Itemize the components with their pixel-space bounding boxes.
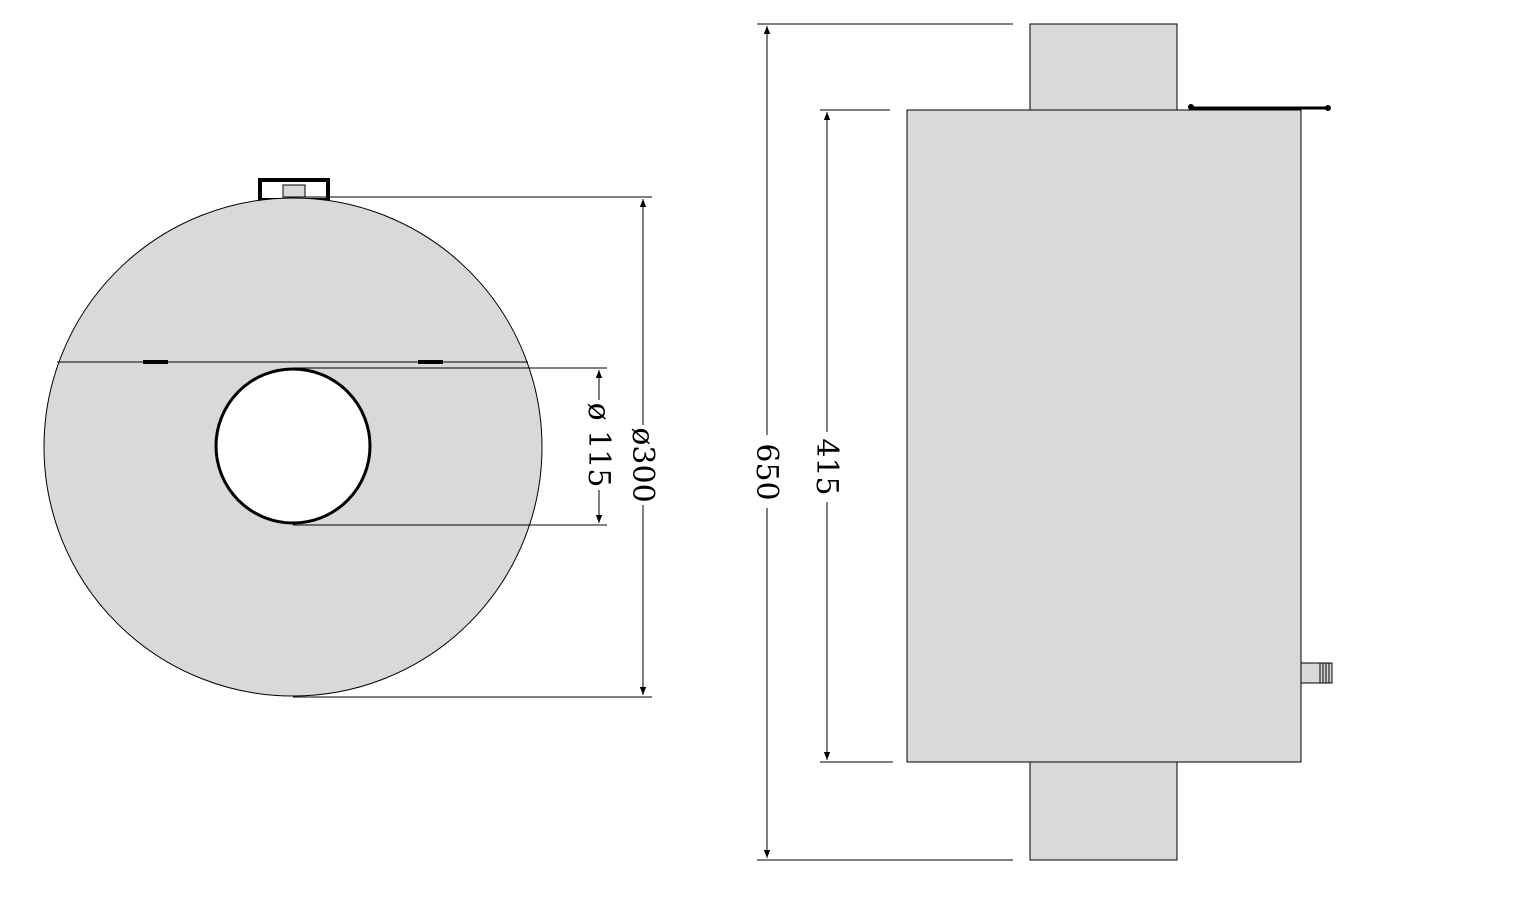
outer-diameter-label: ø300: [625, 427, 660, 502]
handle-dot: [1325, 105, 1331, 111]
side-view: 650 415: [749, 23, 1333, 861]
handle-dot: [1188, 104, 1194, 110]
inner-hole: [214, 367, 372, 525]
overall-height-label: 650: [749, 443, 784, 500]
mount-mark-left: [143, 360, 168, 364]
top-pipe: [1029, 23, 1178, 111]
tank-body: [906, 109, 1302, 763]
top-connector-inner: [282, 184, 306, 198]
bottom-pipe: [1029, 761, 1178, 861]
mount-mark-right: [418, 360, 443, 364]
body-height-label: 415: [809, 438, 844, 495]
inner-diameter-label: ø 115: [581, 403, 616, 488]
side-fitting: [1300, 662, 1333, 684]
top-view: ø300 ø 115: [43, 178, 660, 698]
